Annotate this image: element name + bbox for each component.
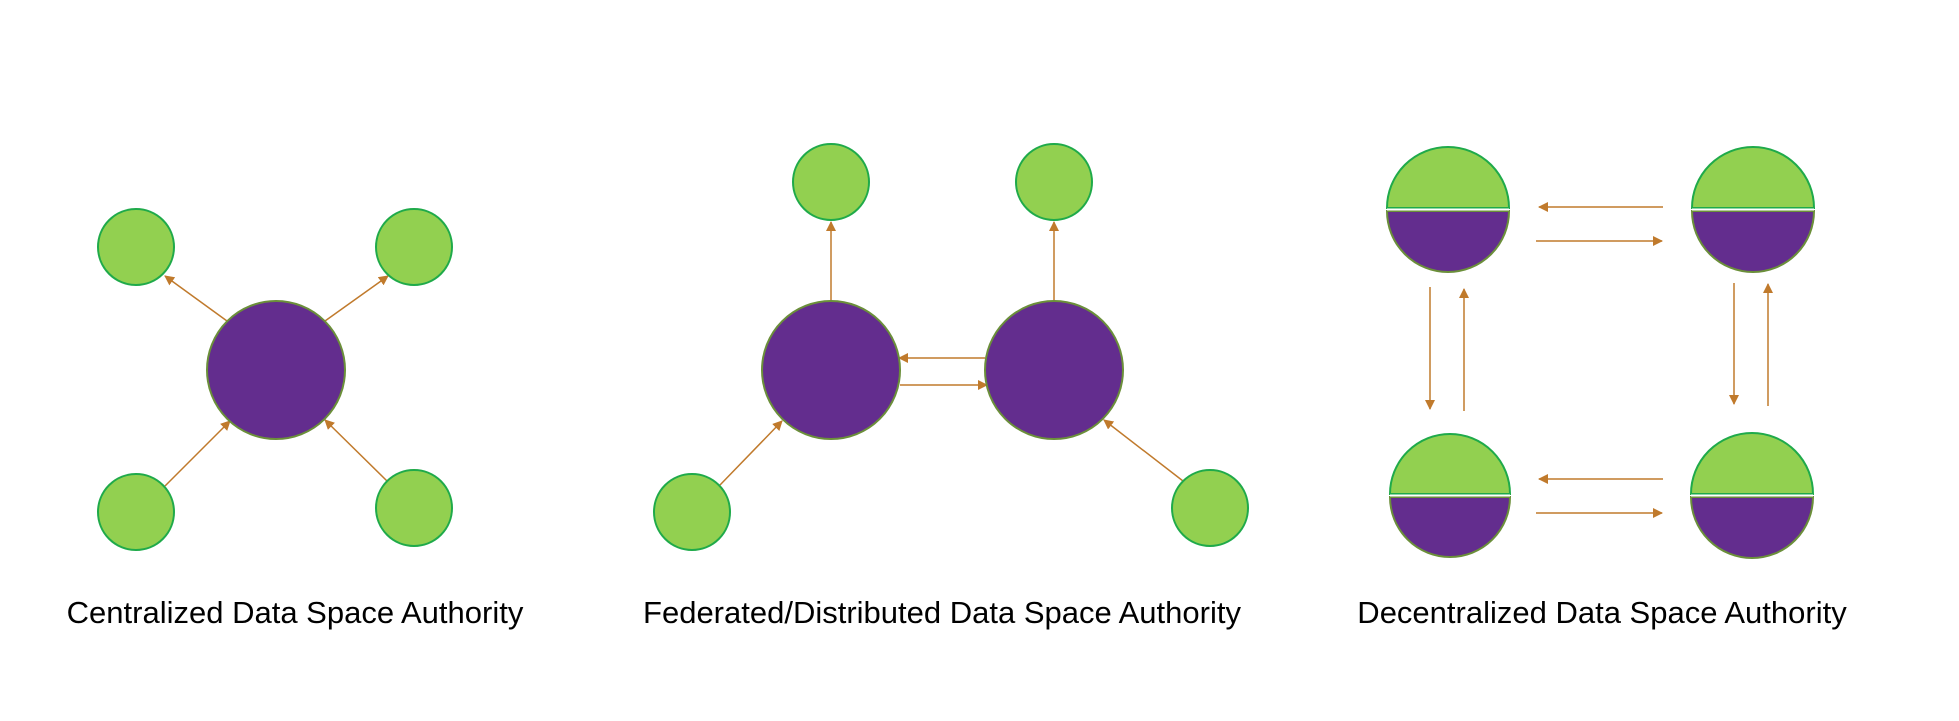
peer-node-top-right-participant-half xyxy=(1690,146,1816,209)
centralized-diagram xyxy=(97,208,453,551)
arrow-bottom-right-to-hub xyxy=(324,419,388,482)
arrow-hub-to-top-right xyxy=(324,275,389,322)
caption-decentralized: Decentralized Data Space Authority xyxy=(1357,595,1847,630)
arrow-hub-to-top-left xyxy=(164,275,228,322)
caption-federated: Federated/Distributed Data Space Authori… xyxy=(643,595,1241,630)
peer-node-bottom-right-authority-half xyxy=(1689,496,1815,559)
peer-node-bottom-right xyxy=(1689,432,1815,559)
participant-node-top-right xyxy=(1015,143,1093,221)
participant-node-bottom-right xyxy=(375,469,453,547)
decentralized-diagram xyxy=(1385,146,1816,559)
federated-authority-node-right xyxy=(984,300,1124,440)
federated-diagram xyxy=(653,143,1249,551)
peer-node-top-right-authority-half xyxy=(1690,210,1816,273)
arrow-bottom-left-participant-to-authority xyxy=(719,420,783,486)
central-authority-node xyxy=(206,300,346,440)
participant-node-top-left xyxy=(97,208,175,286)
participant-node-top-right xyxy=(375,208,453,286)
peer-node-top-right xyxy=(1690,146,1816,273)
peer-node-top-left-participant-half xyxy=(1385,146,1511,209)
arrow-bottom-left-to-hub xyxy=(164,420,231,487)
peer-node-bottom-left-participant-half xyxy=(1388,433,1512,495)
caption-centralized: Centralized Data Space Authority xyxy=(66,595,524,630)
federated-authority-node-left xyxy=(761,300,901,440)
participant-node-bottom-left xyxy=(97,473,175,551)
peer-node-top-left xyxy=(1385,146,1511,273)
peer-node-bottom-left-authority-half xyxy=(1388,496,1512,558)
participant-node-bottom-left xyxy=(653,473,731,551)
peer-node-top-left-authority-half xyxy=(1385,210,1511,273)
peer-node-bottom-right-participant-half xyxy=(1689,432,1815,495)
peer-node-bottom-left xyxy=(1388,433,1512,558)
arrow-bottom-right-participant-to-authority xyxy=(1103,419,1184,482)
participant-node-bottom-right xyxy=(1171,469,1249,547)
participant-node-top-left xyxy=(792,143,870,221)
